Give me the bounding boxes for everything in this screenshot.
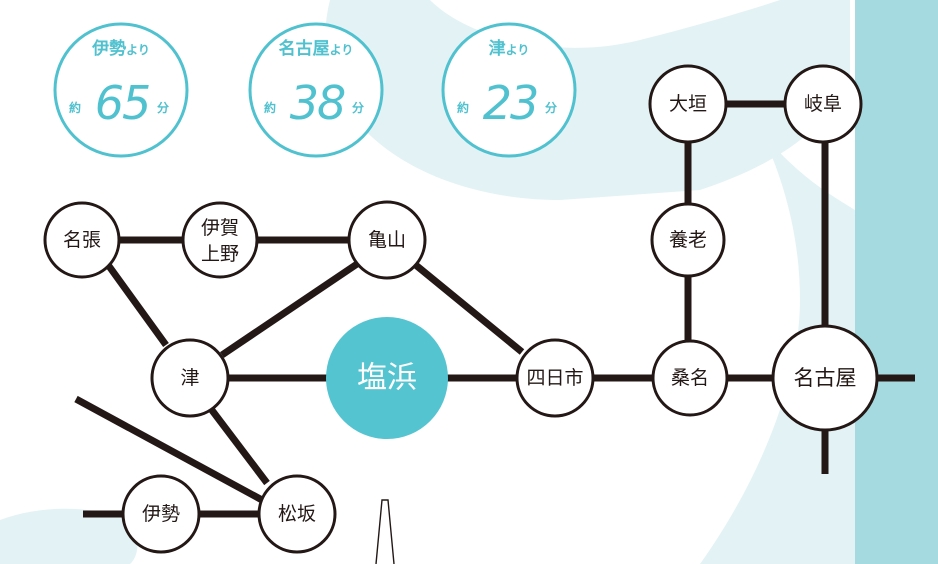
station-label: 大垣 <box>669 93 707 115</box>
travel-time-origin: 名古屋より <box>279 38 354 59</box>
rail-line-segment <box>74 395 264 504</box>
hub-label: 塩浜 <box>357 361 417 396</box>
station-ogaki[interactable]: 大垣 <box>648 64 728 144</box>
station-nagoya[interactable]: 名古屋 <box>771 324 879 432</box>
station-marker <box>347 200 427 280</box>
travel-time-approx: 約 <box>69 100 81 115</box>
station-label: 伊賀 <box>201 217 239 239</box>
travel-time-ring <box>441 22 577 158</box>
station-marker <box>121 474 201 554</box>
station-marker <box>651 339 729 417</box>
travel-time-minutes: 38 <box>290 76 345 130</box>
station-tsu[interactable]: 津 <box>150 338 230 418</box>
station-gifu[interactable]: 岐阜 <box>783 64 863 144</box>
station-label: 名古屋 <box>794 366 857 390</box>
station-yokkaichi[interactable]: 四日市 <box>515 338 595 418</box>
station-label: 養老 <box>669 229 707 251</box>
station-marker <box>150 338 230 418</box>
rail-line-segment <box>220 259 362 358</box>
station-marker <box>648 64 728 144</box>
rail-line-segment <box>103 259 169 348</box>
station-label: 津 <box>180 367 199 389</box>
station-ise[interactable]: 伊勢 <box>121 474 201 554</box>
travel-time-origin: 津より <box>489 38 530 59</box>
station-shiohama-hub[interactable]: 塩浜 <box>326 317 448 439</box>
bg-blob-bottom-left <box>0 508 138 564</box>
station-label: 岐阜 <box>804 93 842 115</box>
station-label: 名張 <box>63 229 101 251</box>
travel-time-ring <box>53 22 189 158</box>
rail-lines <box>74 100 915 518</box>
travel-time-unit: 分 <box>157 100 169 115</box>
rail-line-segment <box>205 402 270 486</box>
station-marker <box>783 64 863 144</box>
travel-time-minutes: 65 <box>95 76 150 130</box>
station-label: 伊勢 <box>142 503 180 525</box>
station-marker <box>43 201 121 279</box>
travel-time-unit: 分 <box>352 100 364 115</box>
station-label: 松坂 <box>278 503 316 525</box>
station-label: 四日市 <box>526 367 583 389</box>
travel-time-approx: 約 <box>264 100 276 115</box>
station-label: 桑名 <box>671 367 709 389</box>
station-kuwana[interactable]: 桑名 <box>651 339 729 417</box>
station-marker <box>257 474 337 554</box>
hub-marker <box>326 317 448 439</box>
travel-time-approx: 約 <box>457 100 469 115</box>
station-matsusaka[interactable]: 松坂 <box>257 474 337 554</box>
station-marker <box>181 201 259 279</box>
station-marker <box>771 324 879 432</box>
tower-icon <box>375 499 395 564</box>
station-yoro[interactable]: 養老 <box>650 202 726 278</box>
station-nabari[interactable]: 名張 <box>43 201 121 279</box>
travel-time-minutes: 23 <box>483 76 538 130</box>
station-label: 亀山 <box>368 229 406 251</box>
station-label: 上野 <box>201 243 239 265</box>
travel-time-unit: 分 <box>545 100 557 115</box>
bg-swoosh-right <box>700 130 855 564</box>
travel-time-origin: 伊勢より <box>91 38 150 59</box>
station-kameyama[interactable]: 亀山 <box>347 200 427 280</box>
station-marker <box>650 202 726 278</box>
bg-side-panel <box>855 0 938 564</box>
rail-line-segment <box>409 259 525 355</box>
station-marker <box>515 338 595 418</box>
travel-time-ring <box>248 22 384 158</box>
